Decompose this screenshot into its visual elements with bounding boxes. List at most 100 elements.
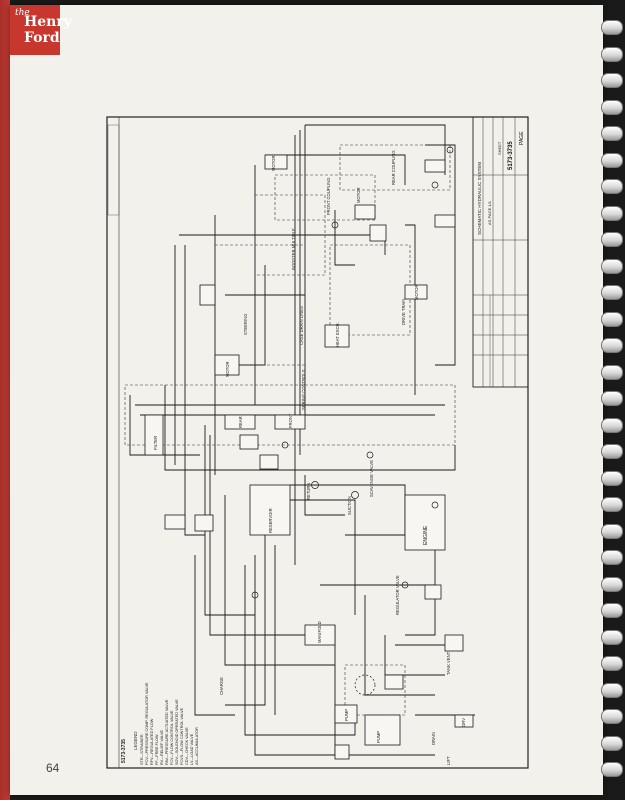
legend-item-2: RFV—REGULATED FLOW xyxy=(150,718,154,765)
label-drive-train: DRIVE TRAIN xyxy=(401,299,406,325)
binding-coil xyxy=(601,205,623,221)
valve-box-g xyxy=(164,514,186,530)
legend-item-3: FF—FREE FLOW xyxy=(155,734,159,765)
legend-item-5: PAV—PRESSURE ACTUATED VALVE xyxy=(165,699,169,765)
henry-ford-logo: the Henry Ford xyxy=(10,5,72,55)
binding-coil xyxy=(601,232,623,247)
label-engine: ENGINE xyxy=(423,525,429,545)
legend-item-7: SOV—SOLENOID OPERATED VALVE xyxy=(175,699,179,765)
label-front-coupling: FRONT COUPLING xyxy=(326,178,331,215)
front-box xyxy=(274,414,306,430)
label-motor-4: MOTOR xyxy=(225,361,230,377)
valve-box-m xyxy=(334,744,350,760)
label-rear-coupling: REAR COUPLING xyxy=(391,150,396,185)
valve-box-b xyxy=(434,214,456,228)
binding-coil xyxy=(601,179,623,194)
logo-henry: Henry xyxy=(24,14,72,30)
label-reservoir: RESERVOIR xyxy=(268,508,273,533)
legend-item-9: CDV—CHECK VALVE xyxy=(185,727,189,765)
label-tank-vent: TANK VENT xyxy=(446,651,451,675)
legend: 5173-3735 LEGEND STR—STRAINER PCV—PRESSU… xyxy=(121,682,199,765)
label-manifold: MANIFOLD xyxy=(317,621,322,643)
valve-box-a xyxy=(424,159,446,173)
label-pump-1: PUMP xyxy=(376,731,381,743)
label-booster-mult: BOOSTER MULTIPLE xyxy=(291,228,296,270)
page-number: 64 xyxy=(46,761,60,775)
binding-coil xyxy=(601,470,623,486)
booster-zone xyxy=(254,194,326,276)
binding-coil xyxy=(601,311,623,327)
legend-item-1: PCV—PRESSURE COMP. REGULATOR VALVE xyxy=(145,682,149,765)
legend-item-10: LV—LOAD VALVE xyxy=(190,733,194,765)
label-front: FRONT xyxy=(288,413,293,428)
binding-coil xyxy=(601,338,623,353)
binding-coil xyxy=(601,73,623,88)
label-scavenge: SCAVENGE VALVE xyxy=(369,460,374,497)
valve-box-i xyxy=(424,584,442,600)
binding-coil xyxy=(601,99,623,115)
label-spring-controls: SPRING CONTROLS xyxy=(301,369,306,410)
legend-title: LEGEND xyxy=(133,731,138,750)
binding-coil xyxy=(601,682,623,698)
sheet-ref: 5173-3735 xyxy=(121,739,127,763)
title-block: SCHEMATIC HYDRAULIC SYSTEM AS PAGE 1/1 5… xyxy=(472,116,529,388)
valve-box-d xyxy=(369,224,387,242)
binding-coil xyxy=(601,576,623,592)
legend-item-6: FCV—FLOW CONTROL VALVE xyxy=(170,710,174,765)
motor-3-box xyxy=(404,284,428,300)
label-steering: STEERING xyxy=(243,314,248,335)
title-block-title2: AS PAGE 1/1 xyxy=(487,200,492,225)
label-suction: SUCTION xyxy=(347,496,352,515)
engine-box xyxy=(404,494,446,551)
valve-box-k xyxy=(454,714,474,728)
legend-item-0: STR—STRAINER xyxy=(140,734,144,765)
valve-box-h xyxy=(194,514,214,532)
schematic-lines xyxy=(129,124,475,756)
valve-box-j xyxy=(444,634,464,652)
motor-4-box xyxy=(214,354,240,376)
binding-coil xyxy=(601,126,623,141)
title-block-dwg-no: 5173-3735 xyxy=(508,141,514,170)
label-charge: CHARGE xyxy=(219,677,224,695)
spiral-binding xyxy=(599,20,625,790)
pump-2-box xyxy=(334,704,358,724)
binding-coil xyxy=(601,152,623,168)
binder-cover-edge xyxy=(0,0,10,800)
valve-box-c xyxy=(199,284,216,306)
label-return: RETURN xyxy=(306,483,311,500)
drive-train-zone xyxy=(329,244,411,336)
binding-coil xyxy=(601,709,623,724)
manifold-box xyxy=(304,624,336,646)
binding-coil xyxy=(601,497,623,512)
motor-1-box xyxy=(354,204,376,220)
label-reg-valve: REGULATOR VALVE xyxy=(395,575,400,615)
binding-coil xyxy=(601,523,623,539)
legend-item-8: FCVS—FLOW CONTROL VALVE xyxy=(180,707,184,765)
label-drain: DRAIN xyxy=(431,732,436,745)
catalog-page: the Henry Ford SCHEMATIC HYDRAULIC SYSTE… xyxy=(10,5,603,795)
heat-exch-box xyxy=(324,324,350,348)
title-block-title1: SCHEMATIC HYDRAULIC SYSTEM xyxy=(477,162,482,235)
binding-coil xyxy=(601,391,623,406)
binding-coil xyxy=(601,629,623,645)
label-lift: LIFT xyxy=(446,756,451,765)
binding-coil xyxy=(601,258,623,274)
label-motor-2: MOTOR xyxy=(271,155,276,171)
label-heat-exch: HEAT EXCH. xyxy=(335,322,340,347)
reservoir-box xyxy=(249,484,291,536)
binding-coil xyxy=(601,20,623,35)
hydraulic-schematic-drawing: SCHEMATIC HYDRAULIC SYSTEM AS PAGE 1/1 5… xyxy=(106,116,529,769)
label-grv: GRV xyxy=(461,718,466,727)
valve-box-e xyxy=(239,434,259,450)
title-block-sheet: SHEET xyxy=(497,141,502,155)
binding-coil xyxy=(601,46,623,62)
label-filter: FILTER xyxy=(153,436,158,450)
label-motor-1: MOTOR xyxy=(356,187,361,203)
binding-coil xyxy=(601,444,623,459)
binding-coil xyxy=(601,550,623,565)
logo-the: the xyxy=(15,8,30,18)
valve-box-l xyxy=(384,674,404,690)
rear-coupling-zone xyxy=(339,144,451,191)
pump-1-box xyxy=(364,714,401,746)
filter-box xyxy=(144,414,164,456)
